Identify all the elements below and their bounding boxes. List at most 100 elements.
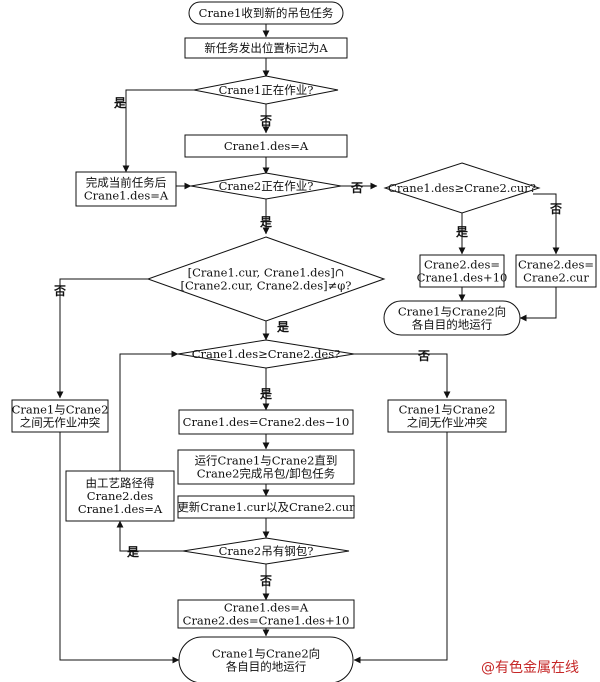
watermark: @有色金属在线 (481, 659, 579, 676)
decision-diamond (146, 236, 386, 322)
node-text: Crane1与Crane2向 (212, 647, 320, 661)
process-box (11, 399, 109, 433)
process-box (515, 254, 597, 288)
node-text: 各自目的地运行 (226, 660, 307, 674)
label-yes: 是 (455, 225, 469, 239)
node-text: Crane1.des+10 (417, 271, 508, 285)
node-text: Crane1与Crane2向 (398, 305, 506, 319)
node-text: Crane1.des≥Crane2.des? (192, 347, 341, 361)
node-text: 完成当前任务后 (86, 176, 167, 190)
label-yes: 是 (276, 320, 290, 334)
label-no: 否 (53, 284, 66, 298)
label-yes: 是 (259, 387, 273, 401)
node-set-des-a: Crane1.des=A (184, 134, 348, 158)
node-intersect: [Crane1.cur, Crane1.des]∩[Crane2.cur, Cr… (146, 236, 386, 322)
node-c2-working: Crane2正在作业? (190, 172, 342, 200)
decision-diamond (193, 75, 339, 105)
process-box (419, 254, 505, 288)
node-text: Crane1.des≥Crane2.cur? (388, 181, 536, 195)
node-text: 由工艺路径得 (86, 476, 155, 490)
node-text: Crane1正在作业? (219, 83, 314, 97)
node-text: 运行Crane1与Crane2直到 (195, 454, 338, 468)
label-no: 否 (417, 349, 430, 363)
label-yes: 是 (113, 96, 127, 110)
node-text: Crane1.des=A (78, 502, 163, 516)
edge-noconflictleft-runend (59, 432, 180, 664)
edge-noconflictright-runend (353, 432, 448, 664)
node-set-eq-minus: Crane1.des=Crane2.des−10 (178, 409, 354, 435)
node-text: Crane1.des=A (224, 601, 309, 615)
edge-labels: 是 否 否 是 是 否 否 是 否 是 是 否 (53, 96, 562, 588)
process-box (177, 495, 355, 519)
process-box (65, 470, 175, 522)
terminal-shape (383, 300, 521, 336)
node-text: [Crane1.cur, Crane1.des]∩ (188, 266, 345, 280)
label-yes: 是 (259, 215, 273, 229)
edge-c2steel-yes (116, 520, 183, 552)
node-text: Crane2吊有钢包? (219, 544, 314, 558)
flow-edges (56, 24, 560, 664)
node-text: Crane1与Crane2 (12, 403, 109, 417)
node-text: Crane1.des=Crane2.des−10 (183, 415, 350, 429)
process-box (177, 599, 355, 629)
node-text: Crane1.des=A (84, 189, 169, 203)
edge-route-cmpdes (119, 350, 179, 471)
node-start: Crane1收到新的吊包任务 (188, 1, 344, 25)
node-text: 更新Crane1.cur以及Crane2.cur (177, 500, 355, 514)
node-text: Crane1与Crane2 (399, 403, 496, 417)
edge-cmpdes-no (353, 353, 451, 399)
edge-c2descur-run (519, 287, 557, 322)
edge-intersect-no (56, 278, 148, 399)
label-no: 否 (259, 114, 272, 128)
process-box (184, 134, 348, 158)
terminal-shape (188, 1, 344, 25)
edge-cmpcur-no (533, 193, 560, 255)
node-text: Crane1.des=A (224, 139, 309, 153)
node-update: 更新Crane1.cur以及Crane2.cur (177, 495, 355, 519)
node-c2-des-plus: Crane2.des=Crane1.des+10 (417, 254, 508, 288)
node-text: 各自目的地运行 (412, 318, 493, 332)
terminal-shape (178, 636, 354, 682)
node-text: 之间无作业冲突 (407, 416, 488, 430)
decision-diamond (383, 162, 541, 214)
decision-diamond (190, 172, 342, 200)
node-text: Crane2完成吊包/卸包任务 (197, 467, 336, 481)
node-mark: 新任务发出位置标记为A (184, 37, 348, 59)
node-text: Crane2正在作业? (219, 179, 314, 193)
label-no: 否 (259, 574, 272, 588)
node-text: [Crane2.cur, Crane2.des]≠φ? (181, 279, 352, 293)
node-text: 新任务发出位置标记为A (204, 41, 328, 55)
node-cmp-cur: Crane1.des≥Crane2.cur? (383, 162, 541, 214)
process-box (184, 37, 348, 59)
node-text: Crane2.des=Crane1.des+10 (183, 614, 350, 628)
node-c2-des-cur: Crane2.des=Crane2.cur (515, 254, 597, 288)
label-no: 否 (549, 202, 562, 216)
node-text: Crane2.des= (518, 258, 594, 272)
process-box (387, 399, 507, 433)
node-cmp-des: Crane1.des≥Crane2.des? (177, 339, 355, 369)
node-c1-working: Crane1正在作业? (193, 75, 339, 105)
decision-diamond (182, 537, 350, 565)
process-box (177, 449, 355, 485)
decision-diamond (177, 339, 355, 369)
node-text: 之间无作业冲突 (20, 416, 101, 430)
label-no: 否 (350, 181, 363, 195)
node-c2-steel: Crane2吊有钢包? (182, 537, 350, 565)
process-box (75, 171, 177, 207)
label-yes: 是 (126, 545, 140, 559)
node-text: Crane1收到新的吊包任务 (199, 6, 334, 20)
process-box (178, 409, 354, 435)
node-text: Crane2.cur (523, 271, 589, 285)
node-text: Crane2.des (87, 489, 154, 503)
edge-c1working-yes (122, 89, 194, 173)
